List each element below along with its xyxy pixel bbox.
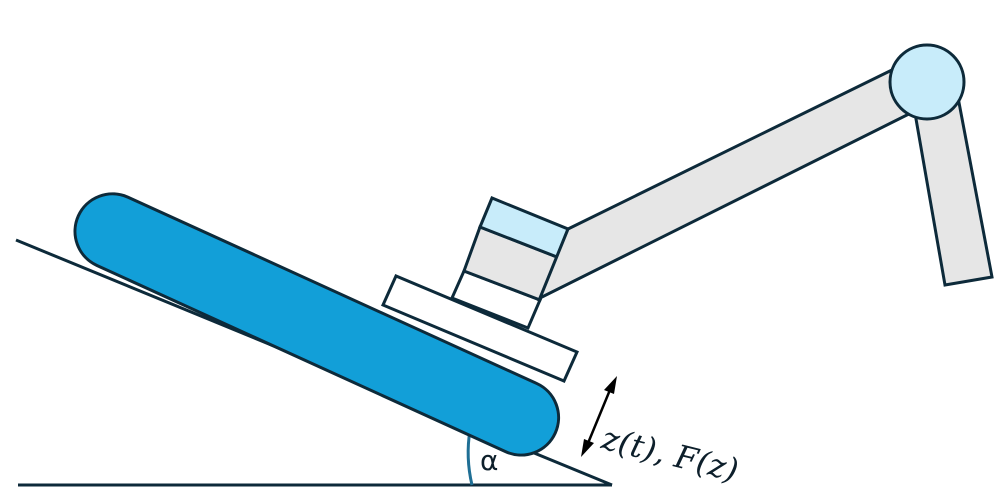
arm-link-upper	[537, 63, 924, 302]
displacement-force-label: z(t), F(z)	[597, 419, 742, 490]
arm-joint	[888, 43, 966, 121]
arm-link-lower	[910, 90, 994, 287]
angle-label: α	[480, 444, 498, 477]
blue-slab	[73, 192, 561, 457]
end-effector-plate	[381, 274, 579, 383]
displacement-arrow	[581, 376, 617, 457]
angle-arc	[466, 429, 474, 486]
